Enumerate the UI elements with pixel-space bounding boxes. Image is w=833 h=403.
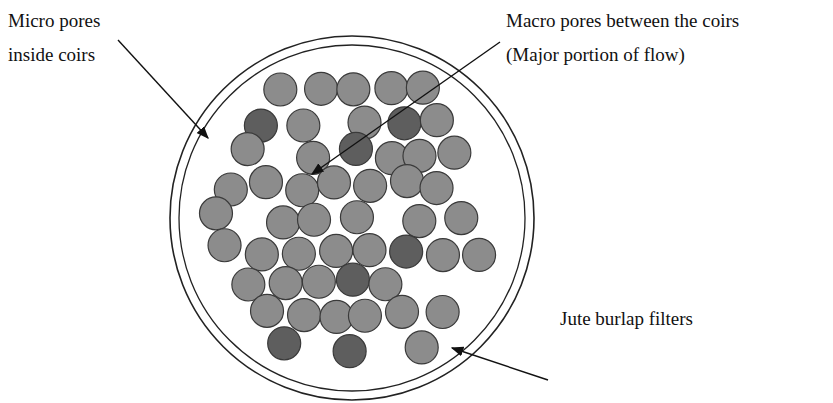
coir-fibre — [267, 206, 300, 239]
coir-fibre — [302, 265, 335, 298]
filter-label: Jute burlap filters — [560, 302, 820, 336]
coir-fibre — [391, 165, 424, 198]
coir-fibre — [426, 295, 459, 328]
coir-fibre — [317, 166, 350, 199]
coir-fibre — [337, 73, 370, 106]
coir-fibre — [405, 331, 438, 364]
coir-fibre — [420, 104, 453, 137]
micro-pore-label: Micro pores inside coirs — [8, 4, 128, 72]
coir-fibre — [348, 299, 381, 332]
coir-fibre — [264, 73, 297, 106]
coir-fibre — [333, 335, 366, 368]
coir-fibre — [251, 294, 284, 327]
coir-fibre — [287, 109, 320, 142]
coir-fibre — [336, 263, 369, 296]
outer-filter-ring — [170, 36, 534, 400]
coir-fibre — [231, 133, 264, 166]
coir-fibre — [305, 72, 338, 105]
coir-fibre — [426, 239, 459, 272]
coir-fibre — [354, 169, 387, 202]
coir-fibres — [199, 71, 495, 368]
leader-line — [312, 42, 500, 174]
coir-fibre — [353, 234, 386, 267]
coir-fibre — [269, 267, 302, 300]
coir-fibre — [245, 238, 278, 271]
coir-fibre — [288, 299, 321, 332]
coir-fibre — [388, 107, 421, 140]
coir-fibre — [463, 238, 496, 271]
coir-fibre — [390, 235, 423, 268]
coir-fibre — [298, 203, 331, 236]
coir-fibre — [249, 166, 282, 199]
inner-filter-ring — [179, 45, 525, 391]
coir-fibre — [282, 237, 315, 270]
coir-fibre — [386, 295, 419, 328]
coir-fibre — [438, 136, 471, 169]
coir-fibre — [445, 202, 478, 235]
macro-pore-label: Macro pores between the coirs (Major por… — [506, 4, 781, 72]
coir-fibre — [286, 174, 319, 207]
coir-fibre — [268, 327, 301, 360]
coir-fibre — [199, 197, 232, 230]
coir-fibre — [420, 172, 453, 205]
coir-fibre — [339, 132, 372, 165]
leader-line — [452, 348, 548, 380]
coir-fibre — [208, 229, 241, 262]
coir-fibre — [340, 201, 373, 234]
coir-fibre — [403, 205, 436, 238]
coir-fibre — [375, 72, 408, 105]
leader-line — [118, 40, 208, 138]
coir-fibre — [320, 234, 353, 267]
